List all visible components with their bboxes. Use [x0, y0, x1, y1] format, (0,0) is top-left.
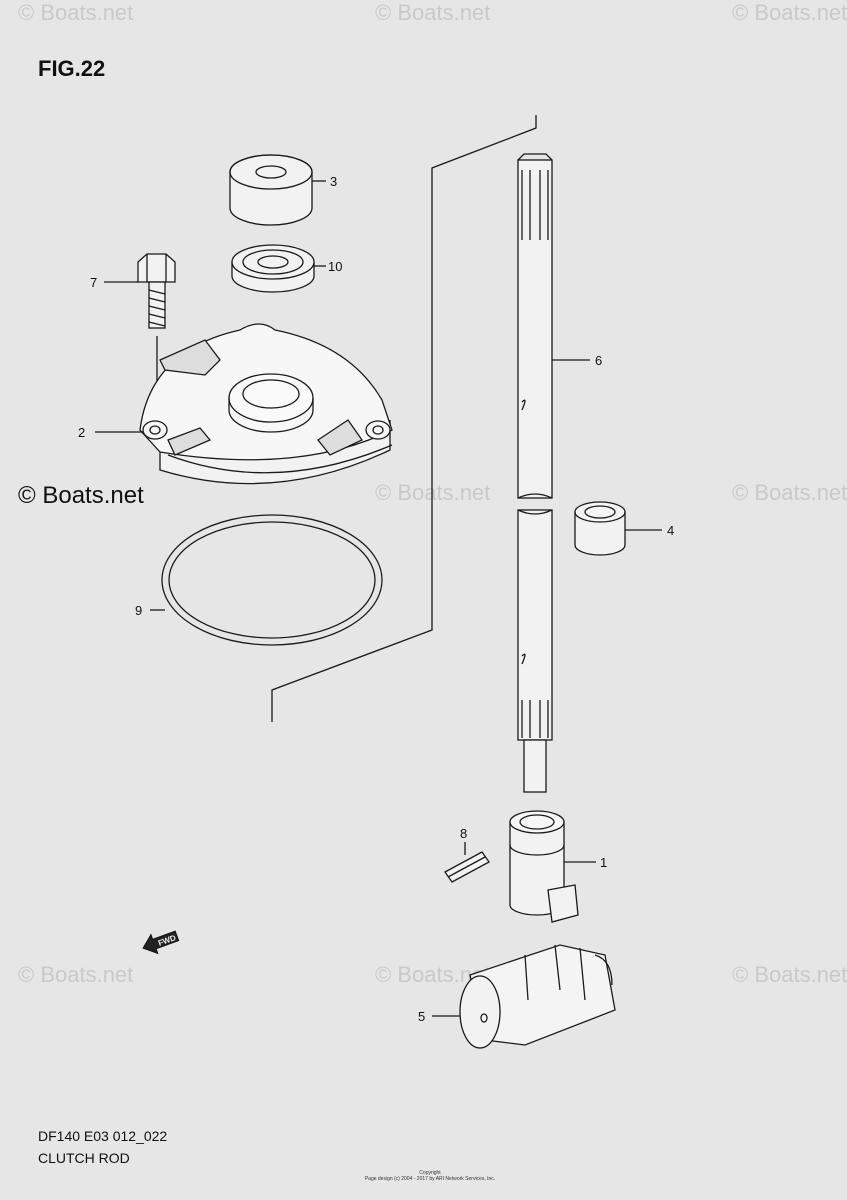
- part-5-clutch: [459, 944, 616, 1049]
- callout-9: 9: [135, 603, 142, 618]
- forward-arrow-icon: FWD: [142, 930, 180, 955]
- part-3-cap: [229, 154, 313, 226]
- diagram-code: DF140 E03 012_022: [38, 1128, 168, 1144]
- callout-8: 8: [460, 826, 467, 841]
- part-4-bushing: [574, 501, 626, 556]
- part-1-coupler: [509, 810, 579, 923]
- assembly-bracket-line: [271, 115, 537, 722]
- copyright-line-2: Page design (c) 2004 - 2017 by ARI Netwo…: [364, 1176, 496, 1182]
- diagram-caption: CLUTCH ROD: [38, 1150, 130, 1166]
- part-9-o-ring: [161, 514, 383, 646]
- callout-7: 7: [90, 275, 97, 290]
- forward-arrow-label: FWD: [157, 933, 177, 948]
- watermark: © Boats.net: [18, 962, 134, 987]
- copyright-line-1: Copyright: [419, 1170, 441, 1176]
- watermark: © Boats.net: [375, 0, 491, 25]
- callout-1: 1: [600, 855, 607, 870]
- copyright-note: Copyright Page design (c) 2004 - 2017 by…: [360, 1170, 500, 1182]
- figure-title: FIG.22: [38, 56, 106, 81]
- part-10-seal: [231, 244, 315, 293]
- callout-2: 2: [78, 425, 85, 440]
- part-6-shaft-upper: [517, 153, 553, 499]
- part-8-pin: [444, 851, 490, 883]
- watermark: © Boats.net: [732, 962, 847, 987]
- watermark: © Boats.net: [18, 0, 134, 25]
- callout-5: 5: [418, 1009, 425, 1024]
- callout-4: 4: [667, 523, 674, 538]
- callout-10: 10: [328, 259, 342, 274]
- callout-6: 6: [595, 353, 602, 368]
- watermark: © Boats.net: [732, 480, 847, 505]
- watermark: © Boats.net: [732, 0, 847, 25]
- part-6-shaft-lower: [517, 509, 553, 793]
- part-2-housing: [139, 323, 393, 485]
- watermark-main: © Boats.net: [18, 482, 144, 509]
- callout-3: 3: [330, 174, 337, 189]
